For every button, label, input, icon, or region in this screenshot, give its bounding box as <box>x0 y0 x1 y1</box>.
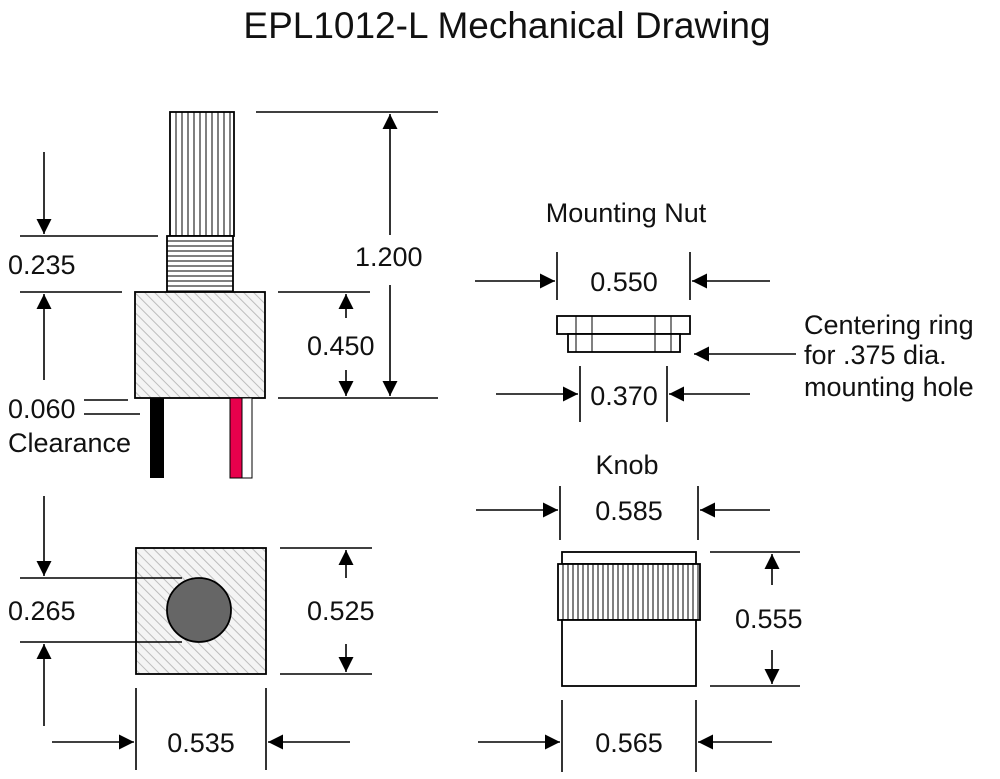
knob: Knob 0.585 0.555 0.565 <box>476 450 803 772</box>
centering-ring-note-line3: mounting hole <box>804 372 974 402</box>
dim-body-height: 0.450 <box>307 331 375 361</box>
lead-black <box>150 398 164 478</box>
centering-ring-note-line1: Centering ring <box>804 310 974 340</box>
knob-label: Knob <box>595 450 658 480</box>
dim-knob-bottom: 0.565 <box>595 728 663 758</box>
lead-white <box>241 397 253 479</box>
centering-ring-note-line2: for .375 dia. <box>804 340 947 370</box>
clearance-label: Clearance <box>8 428 131 458</box>
knob-knurled-section <box>557 563 701 621</box>
dim-total-length: 1.200 <box>355 242 423 272</box>
nut-centering-ring <box>567 333 681 353</box>
dim-top-height: 0.525 <box>307 596 375 626</box>
threaded-bushing <box>166 235 234 293</box>
lead-red <box>229 397 243 479</box>
dim-center-offset: 0.265 <box>8 596 76 626</box>
top-view: 0.265 0.525 0.535 <box>8 496 375 770</box>
dim-shaft-length: 0.235 <box>8 250 76 280</box>
actuator-circle <box>166 577 232 643</box>
nut-outer <box>556 315 691 335</box>
knob-cap-top <box>561 551 697 565</box>
dim-clearance: 0.060 <box>8 394 76 424</box>
dim-knob-height: 0.555 <box>735 604 803 634</box>
drawing-title: EPL1012-L Mechanical Drawing <box>243 5 770 46</box>
dim-nut-outer: 0.550 <box>590 267 658 297</box>
mounting-nut-label: Mounting Nut <box>546 198 707 228</box>
mounting-nut: Mounting Nut 0.550 0.370 Centering ring … <box>475 198 974 422</box>
dim-knob-top: 0.585 <box>595 496 663 526</box>
dim-nut-inner: 0.370 <box>590 381 658 411</box>
dim-top-width: 0.535 <box>167 728 235 758</box>
switch-body-side <box>134 291 266 399</box>
knob-lower-body <box>561 619 697 687</box>
shaft-fluted <box>169 111 235 237</box>
side-view: 0.235 1.200 0.450 0.060 Clearance <box>8 111 438 479</box>
